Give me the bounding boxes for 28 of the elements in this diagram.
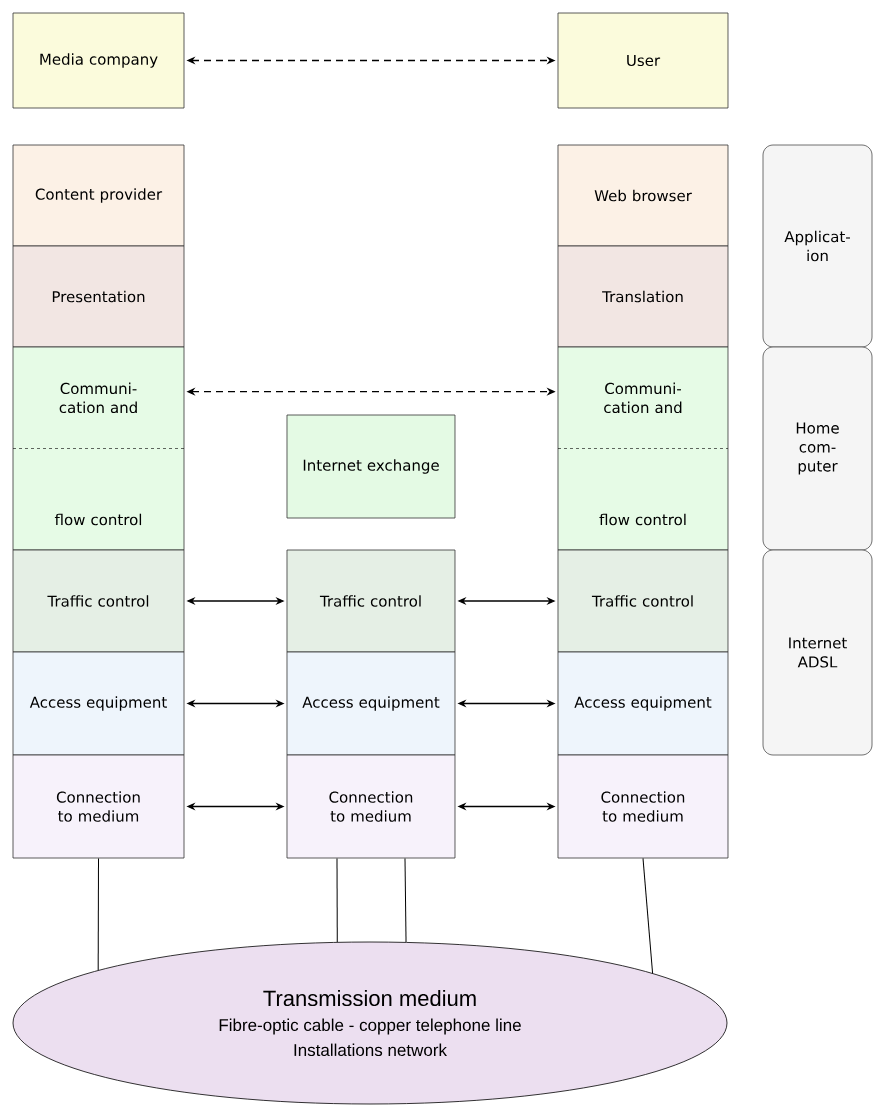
layer-box: Content provider [12, 144, 185, 247]
layer-box: Communi- cation and flow control [12, 346, 185, 551]
layer-box: Connection to medium [286, 754, 456, 859]
layer-box: Internet exchange [286, 414, 456, 519]
layer-box: User [557, 12, 729, 109]
ellipse-node: Transmission medium Fibre-optic cable - copper telephone line Installations network [12, 941, 728, 1105]
layer-box: Access equipment [557, 651, 729, 756]
layer-box: Access equipment [286, 651, 456, 756]
layer-group-box: Home com- puter [762, 346, 873, 551]
layer-box: Media company [12, 12, 185, 109]
layer-box: Traffic control [286, 549, 456, 653]
connector-line [404, 857, 407, 943]
layer-box: Traffic control [557, 549, 729, 653]
layer-box: Access equipment [12, 651, 185, 756]
layer-group-box: Internet ADSL [762, 549, 873, 756]
layer-box: Web browser [557, 144, 729, 247]
layer-box: Translation [557, 245, 729, 348]
layer-box: Presentation [12, 245, 185, 348]
node-label: Applicat- ion [784, 230, 850, 262]
layer-box: Connection to medium [12, 754, 185, 859]
layer-box: Traffic control [12, 549, 185, 653]
layer-group-box: Applicat- ion [762, 144, 873, 348]
node-label: Home com- puter [796, 422, 839, 475]
connector-line [97, 857, 99, 971]
layer-box: Communi- cation and flow control [557, 346, 729, 551]
connector-line [336, 857, 338, 943]
layer-box: Connection to medium [557, 754, 729, 859]
connector-line [642, 857, 654, 974]
